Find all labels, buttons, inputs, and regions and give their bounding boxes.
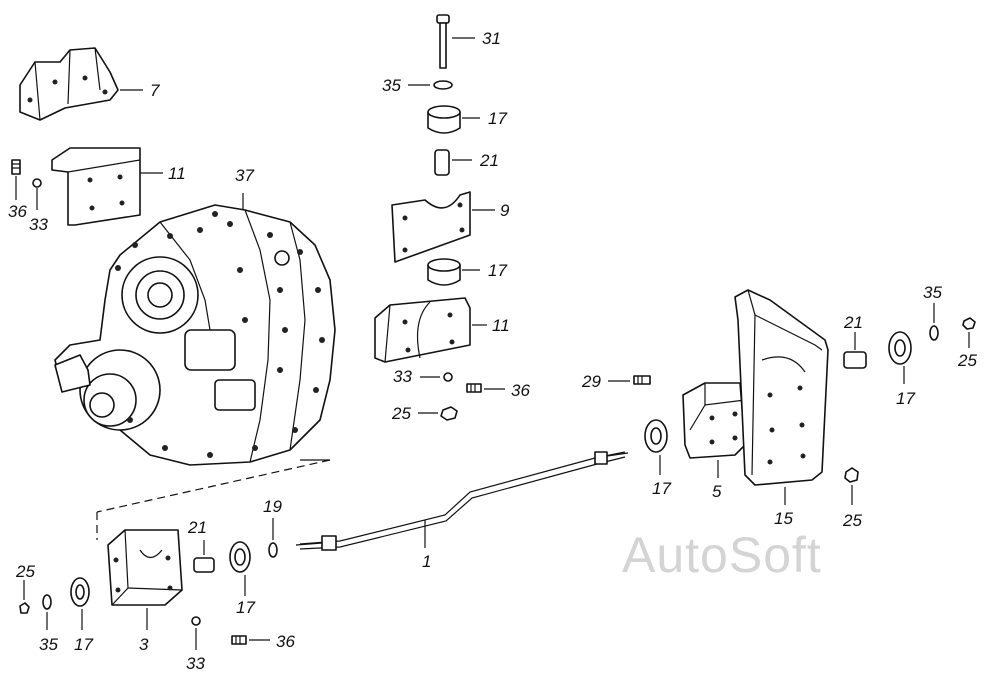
sleeve-21-top xyxy=(434,149,450,176)
shaft-1 xyxy=(295,451,629,551)
callout-17d: 17 xyxy=(74,635,93,654)
nut-25-lower-left xyxy=(19,602,30,614)
washer-35-right xyxy=(929,325,939,341)
callout-17e: 17 xyxy=(652,479,671,498)
callout-33c: 33 xyxy=(186,654,205,673)
callout-15: 15 xyxy=(774,509,793,528)
callout-17a: 17 xyxy=(488,109,507,128)
bracket-15 xyxy=(734,289,829,486)
transfer-case xyxy=(54,204,336,540)
callout-9: 9 xyxy=(500,201,510,220)
callout-11b: 11 xyxy=(492,316,510,335)
washer-33-left xyxy=(32,178,42,188)
callout-25c: 25 xyxy=(957,351,977,370)
nut-25-right xyxy=(962,317,976,330)
callout-25b: 25 xyxy=(15,562,35,581)
plate-9 xyxy=(391,191,471,263)
bushing-17-lower xyxy=(229,541,251,573)
bolt-29 xyxy=(633,375,651,385)
callout-19: 19 xyxy=(263,497,282,516)
bracket-7 xyxy=(19,47,119,121)
callout-21b: 21 xyxy=(187,518,207,537)
callout-25a: 25 xyxy=(391,404,411,423)
bushing-17-far-right xyxy=(888,331,912,365)
bolt-36-center xyxy=(466,383,482,393)
bolt-31 xyxy=(436,14,450,69)
callout-36c: 36 xyxy=(276,632,295,651)
bushing-17-lower-left xyxy=(70,577,90,607)
watermark: AutoSoft xyxy=(622,527,822,583)
callout-17b: 17 xyxy=(488,261,507,280)
plate-11-left xyxy=(51,147,141,226)
callout-3: 3 xyxy=(139,635,149,654)
callout-25d: 25 xyxy=(842,511,862,530)
nut-25-right-lower xyxy=(844,467,859,483)
bushing-17-mid xyxy=(427,258,461,286)
callout-36b: 36 xyxy=(511,381,530,400)
nut-25-center xyxy=(440,406,458,421)
bolt-36-lower xyxy=(231,635,247,645)
callout-17c: 17 xyxy=(236,598,255,617)
callout-33a: 33 xyxy=(29,215,48,234)
callout-1: 1 xyxy=(422,552,431,571)
bolt-36-left xyxy=(11,159,21,175)
bushing-17-top xyxy=(427,105,461,134)
callout-21c: 21 xyxy=(843,313,863,332)
washer-35-top xyxy=(433,80,453,90)
callout-37: 37 xyxy=(235,166,254,185)
callout-35b: 35 xyxy=(39,635,58,654)
washer-19 xyxy=(268,542,278,558)
callout-35a: 35 xyxy=(382,76,401,95)
plate-11-center xyxy=(374,297,471,363)
callout-36a: 36 xyxy=(8,202,27,221)
washer-35-lower-left xyxy=(42,594,52,610)
washer-33-center xyxy=(443,372,453,382)
callout-21a: 21 xyxy=(479,151,499,170)
callout-17f: 17 xyxy=(896,389,915,408)
washer-33-lower xyxy=(191,616,201,626)
callout-33b: 33 xyxy=(393,367,412,386)
sleeve-21-lower xyxy=(193,557,215,573)
sleeve-21-right xyxy=(843,351,867,369)
callout-35c: 35 xyxy=(923,283,942,302)
callout-31: 31 xyxy=(482,29,501,48)
callout-7: 7 xyxy=(150,81,160,100)
callout-11a: 11 xyxy=(168,164,186,183)
bushing-17-right xyxy=(644,419,668,453)
bracket-3 xyxy=(107,529,183,606)
callout-29: 29 xyxy=(581,372,601,391)
bracket-5 xyxy=(682,382,746,459)
callout-5: 5 xyxy=(712,482,722,501)
